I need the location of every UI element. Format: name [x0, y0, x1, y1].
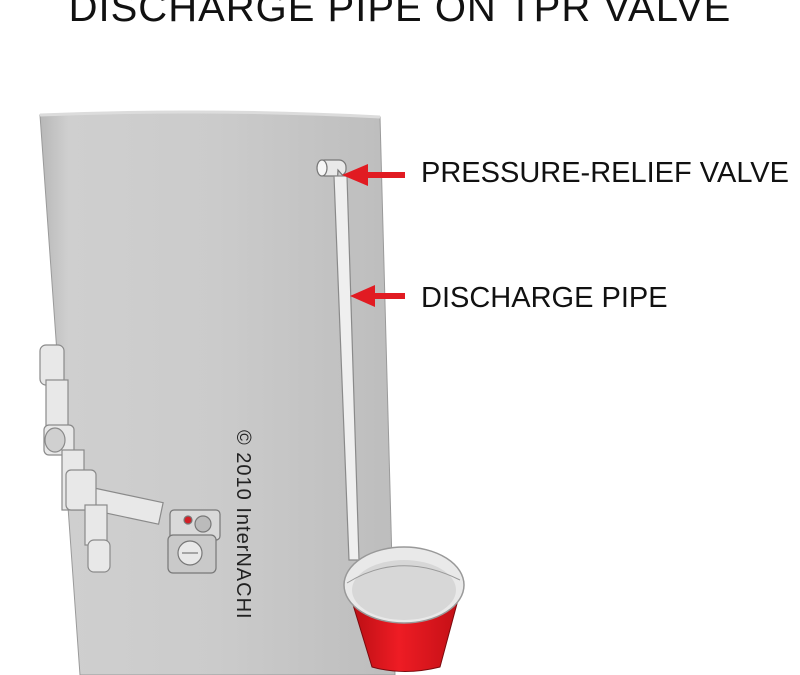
valve-arrow: [342, 164, 405, 186]
bucket: [343, 546, 465, 672]
copyright-notice: © 2010 InterNACHI: [232, 430, 254, 620]
pipe-arrow: [350, 285, 405, 307]
supply-pipes: [39, 344, 164, 573]
discharge-pipe-label: DISCHARGE PIPE: [421, 282, 668, 314]
pressure-relief-valve-label: PRESSURE-RELIEF VALVE: [421, 157, 789, 189]
tank-top-edge: [39, 110, 381, 119]
gas-control-valve: [167, 509, 221, 574]
diagram-title: DISCHARGE PIPE ON TPR VALVE: [68, 0, 732, 30]
